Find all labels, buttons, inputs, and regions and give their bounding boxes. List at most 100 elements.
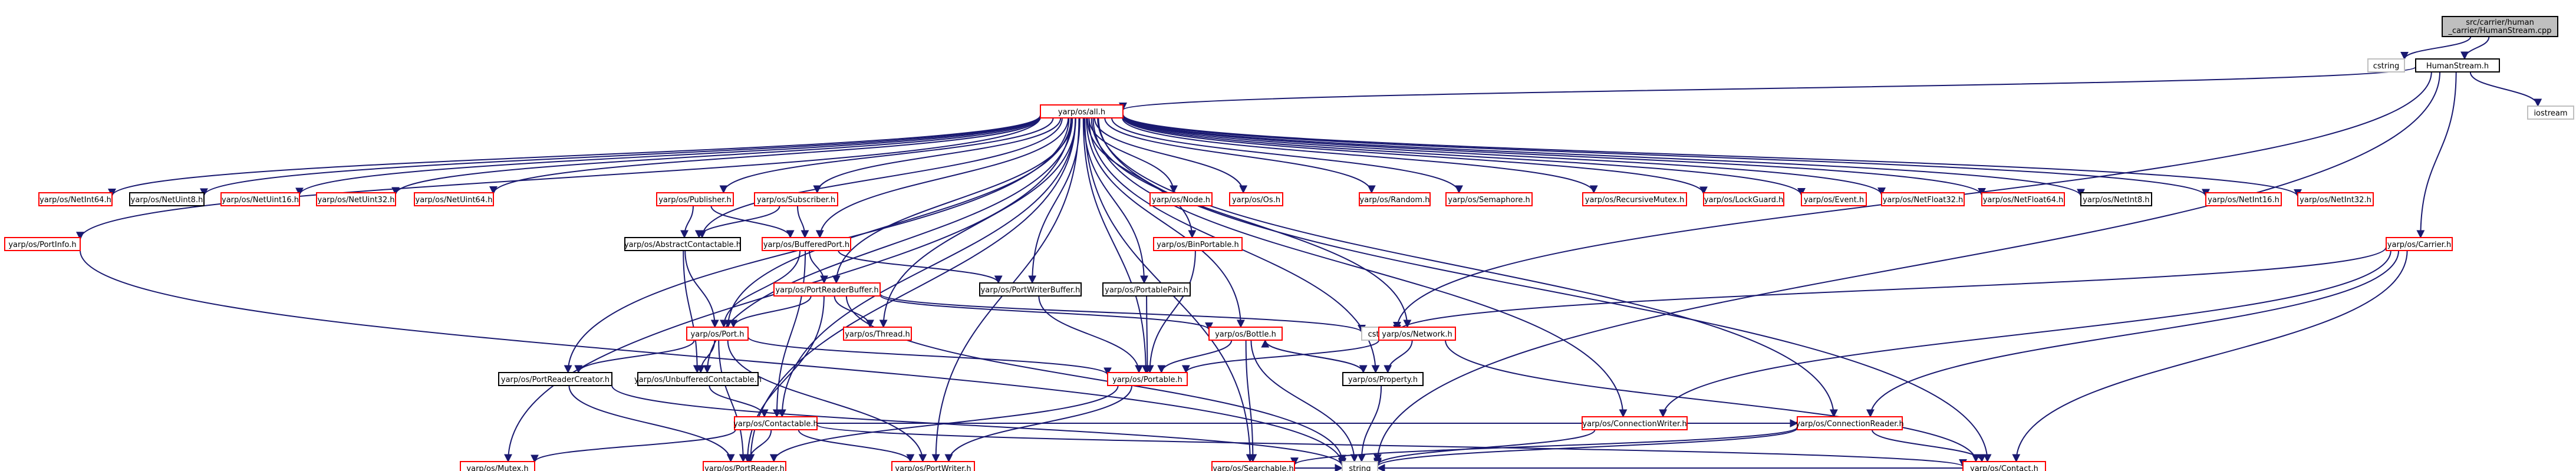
dependency-edge-PortReaderBuffer-to-cstdio: [879, 293, 1366, 333]
node-Random[interactable]: yarp/os/Random.h: [1359, 192, 1431, 206]
dependency-edge-all-to-NetUint64: [489, 117, 1041, 195]
node-UnbufferedContactable[interactable]: yarp/os/UnbufferedContactable.h: [634, 372, 762, 386]
dependency-edge-all-to-Port: [724, 117, 1072, 328]
node-NetFloat32[interactable]: yarp/os/NetFloat32.h: [1881, 192, 1965, 206]
dependency-edge-HumanStream-to-string: [1373, 71, 2441, 463]
node-box-PortReaderCreator: [498, 372, 612, 386]
node-NetInt64[interactable]: yarp/os/NetInt64.h: [38, 192, 113, 206]
node-all[interactable]: yarp/os/all.h: [1040, 104, 1124, 118]
node-NetUint32[interactable]: yarp/os/NetUint32.h: [316, 192, 396, 206]
node-box-AbstractContactable: [624, 237, 741, 251]
node-label-PortReaderCreator: yarp/os/PortReaderCreator.h: [501, 376, 610, 384]
dependency-edge-all-to-Event: [1122, 116, 1806, 196]
node-ConnectionWriter[interactable]: yarp/os/ConnectionWriter.h: [1582, 416, 1688, 430]
node-Os[interactable]: yarp/os/Os.h: [1229, 192, 1283, 206]
node-Carrier[interactable]: yarp/os/Carrier.h: [2386, 237, 2453, 251]
node-AbstractContactable[interactable]: yarp/os/AbstractContactable.h: [624, 237, 741, 251]
dependency-edge-Carrier-to-Contact: [2012, 250, 2408, 463]
dependency-edge-all-to-Bottle: [1086, 117, 1245, 328]
node-box-string: [1342, 461, 1378, 471]
dependency-edge-PortReaderBuffer-to-Port: [729, 295, 812, 328]
node-box-Portable: [1107, 372, 1188, 386]
node-Publisher[interactable]: yarp/os/Publisher.h: [656, 192, 734, 206]
node-Contactable[interactable]: yarp/os/Contactable.h: [733, 416, 818, 430]
node-box-Contactable: [734, 416, 818, 430]
node-box-Mutex: [460, 461, 535, 471]
node-label-BinPortable: yarp/os/BinPortable.h: [1157, 241, 1238, 249]
node-Portable[interactable]: yarp/os/Portable.h: [1107, 372, 1188, 386]
node-Property[interactable]: yarp/os/Property.h: [1342, 372, 1424, 386]
node-box-iostream: [2527, 106, 2574, 120]
node-box-Carrier: [2386, 237, 2453, 251]
node-label-NetInt16: yarp/os/NetInt16.h: [2208, 196, 2279, 205]
dependency-edge-HumanStream-to-iostream: [2469, 71, 2542, 107]
node-box-Semaphore: [1445, 192, 1533, 206]
dependency-edge-all-to-RecursiveMutex: [1122, 117, 1598, 194]
node-label-PortWriterBuffer: yarp/os/PortWriterBuffer.h: [981, 286, 1081, 295]
node-box-BinPortable: [1153, 237, 1243, 251]
node-NetUint16[interactable]: yarp/os/NetUint16.h: [220, 192, 300, 206]
dependency-edge-Carrier-to-ConnectionWriter: [1659, 250, 2391, 418]
node-NetUint64[interactable]: yarp/os/NetUint64.h: [414, 192, 494, 206]
dependency-edge-BufferedPort-to-Port: [719, 250, 801, 328]
node-PortReaderBuffer[interactable]: yarp/os/PortReaderBuffer.h: [773, 282, 881, 297]
node-PortReader[interactable]: yarp/os/PortReader.h: [703, 461, 786, 471]
node-box-Random: [1359, 192, 1431, 206]
dependency-edge-ConnectionReader-to-Contact: [1871, 429, 1986, 463]
node-PortInfo[interactable]: yarp/os/PortInfo.h: [4, 237, 81, 251]
dependency-edge-Contactable-to-Mutex: [531, 429, 736, 463]
node-Semaphore[interactable]: yarp/os/Semaphore.h: [1445, 192, 1533, 206]
node-box-NetInt16: [2205, 192, 2282, 206]
node-box-PortWriterBuffer: [979, 282, 1082, 297]
node-Thread[interactable]: yarp/os/Thread.h: [843, 327, 912, 341]
node-NetInt8[interactable]: yarp/os/NetInt8.h: [2080, 192, 2152, 206]
node-box-NetUint64: [414, 192, 494, 206]
node-NetInt32[interactable]: yarp/os/NetInt32.h: [2297, 192, 2374, 206]
dependency-edge-Bottle-to-string: [1250, 340, 1359, 463]
node-label-Carrier: yarp/os/Carrier.h: [2387, 241, 2451, 249]
dependency-edge-all-to-Random: [1104, 117, 1376, 194]
node-NetInt16[interactable]: yarp/os/NetInt16.h: [2205, 192, 2282, 206]
node-PortWriter[interactable]: yarp/os/PortWriter.h: [891, 461, 975, 471]
dependency-edge-BufferedPort-to-Contactable: [772, 250, 806, 418]
node-label-Semaphore: yarp/os/Semaphore.h: [1448, 196, 1530, 205]
dependency-edge-all-to-NetFloat32: [1122, 116, 1886, 196]
node-RecursiveMutex[interactable]: yarp/os/RecursiveMutex.h: [1582, 192, 1687, 206]
node-Node[interactable]: yarp/os/Node.h: [1149, 192, 1213, 206]
dependency-edge-Publisher-to-AbstractContactable: [680, 205, 694, 239]
dependency-edge-all-to-Subscriber: [813, 117, 1062, 194]
dependency-edge-PortReaderBuffer-to-string: [845, 295, 1346, 463]
nodes-layer: src/carrier/human_carrier/HumanStream.cp…: [4, 16, 2574, 471]
node-label-Network: yarp/os/Network.h: [1382, 330, 1452, 339]
node-Event[interactable]: yarp/os/Event.h: [1801, 192, 1867, 206]
node-Contact[interactable]: yarp/os/Contact.h: [1962, 461, 2046, 471]
node-root: src/carrier/human_carrier/HumanStream.cp…: [2442, 16, 2558, 37]
node-Searchable[interactable]: yarp/os/Searchable.h: [1211, 461, 1295, 471]
node-box-NetFloat64: [1981, 192, 2065, 206]
dependency-edge-Contactable-to-Contact: [816, 424, 1967, 467]
node-Subscriber[interactable]: yarp/os/Subscriber.h: [754, 192, 838, 206]
dependency-edge-ConnectionReader-to-string: [1373, 427, 1798, 467]
dependency-edge-Port-to-PortReaderCreator: [574, 340, 695, 374]
node-Network[interactable]: yarp/os/Network.h: [1378, 327, 1456, 341]
dependency-edge-ConnectionWriter-to-string: [1373, 429, 1596, 466]
node-ConnectionReader[interactable]: yarp/os/ConnectionReader.h: [1796, 416, 1904, 430]
node-Mutex[interactable]: yarp/os/Mutex.h: [460, 461, 535, 471]
node-label-ConnectionWriter: yarp/os/ConnectionWriter.h: [1582, 420, 1686, 429]
node-LockGuard[interactable]: yarp/os/LockGuard.h: [1703, 192, 1784, 206]
node-HumanStream[interactable]: HumanStream.h: [2415, 58, 2500, 73]
node-label-Os: yarp/os/Os.h: [1232, 196, 1280, 205]
node-box-PortInfo: [4, 237, 81, 251]
node-PortReaderCreator[interactable]: yarp/os/PortReaderCreator.h: [498, 372, 612, 386]
node-Port[interactable]: yarp/os/Port.h: [686, 327, 749, 341]
node-BufferedPort[interactable]: yarp/os/BufferedPort.h: [762, 237, 851, 251]
dependency-edge-all-to-NetInt32: [1122, 114, 2302, 197]
node-BinPortable[interactable]: yarp/os/BinPortable.h: [1153, 237, 1243, 251]
node-NetFloat64[interactable]: yarp/os/NetFloat64.h: [1981, 192, 2065, 206]
dependency-edge-Property-to-Bottle: [1261, 339, 1364, 373]
node-Bottle[interactable]: yarp/os/Bottle.h: [1208, 327, 1283, 341]
node-PortablePair[interactable]: yarp/os/PortablePair.h: [1102, 282, 1191, 297]
edges-layer: [76, 36, 2542, 471]
node-NetUint8[interactable]: yarp/os/NetUint8.h: [129, 192, 205, 206]
node-PortWriterBuffer[interactable]: yarp/os/PortWriterBuffer.h: [979, 282, 1082, 297]
